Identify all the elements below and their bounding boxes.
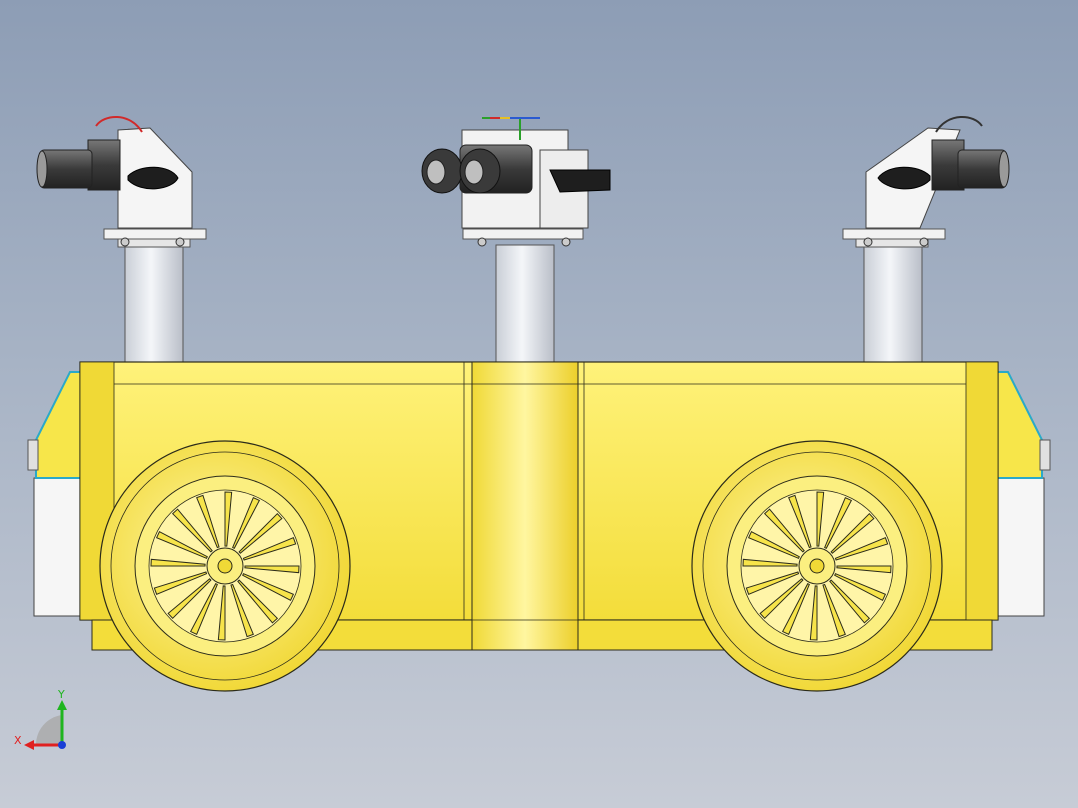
right-knob-icon [877, 166, 931, 190]
wheel-spoke [189, 583, 218, 636]
wheel-spoke [834, 573, 887, 602]
wheel-spoke [242, 573, 295, 602]
center-pillar[interactable] [471, 361, 579, 651]
center-sensor-post[interactable] [462, 228, 584, 364]
wheel-spoke [244, 565, 300, 574]
center-sensor-assembly[interactable] [421, 117, 611, 247]
triad-x-label: X [14, 734, 22, 747]
wheel-spoke [153, 571, 208, 595]
wheel-spoke [836, 565, 892, 574]
right-wheel-spokes [742, 491, 892, 641]
left-knob-icon [127, 166, 179, 190]
right-wheel[interactable] [691, 440, 943, 692]
wheel-spoke [155, 530, 208, 559]
wheel-spoke [763, 508, 805, 553]
wheel-spoke [745, 571, 800, 595]
wheel-spoke [171, 508, 213, 553]
triad-z-axis [58, 741, 66, 749]
right-side-panel[interactable] [995, 371, 1051, 617]
wheel-spoke [788, 494, 812, 549]
wheel-spoke [230, 583, 254, 638]
wheel-spoke [781, 583, 810, 636]
wheel-spoke [742, 558, 798, 567]
right-hub-icon [809, 558, 825, 574]
triad-y-label: Y [57, 688, 65, 701]
wheel-spoke [150, 558, 206, 567]
wheel-spoke [830, 512, 875, 554]
wheel-spoke [217, 585, 226, 641]
wheel-spoke [167, 578, 212, 620]
right-sensor-assembly[interactable] [863, 116, 1010, 247]
coordinate-triad: Y X [14, 688, 67, 750]
left-wheel[interactable] [99, 440, 351, 692]
left-hub-icon [217, 558, 233, 574]
wheel-spoke [224, 491, 233, 547]
left-sensor-assembly[interactable] [36, 116, 193, 247]
right-sensor-post[interactable] [842, 228, 946, 364]
wheel-spoke [809, 585, 818, 641]
left-sensor-post[interactable] [103, 228, 207, 364]
wheel-spoke [747, 530, 800, 559]
wheel-spoke [816, 491, 825, 547]
left-sensor-body [87, 139, 121, 191]
wheel-spoke [759, 578, 804, 620]
triad-plane-icon [35, 715, 62, 745]
wheel-spoke [824, 496, 853, 549]
wheel-spoke [242, 537, 297, 561]
wheel-spoke [238, 512, 283, 554]
wheel-spoke [237, 579, 279, 624]
left-sensor-lens [39, 149, 93, 189]
wheel-spoke [834, 537, 889, 561]
wheel-spoke [232, 496, 261, 549]
wheel-spoke [829, 579, 871, 624]
left-wheel-spokes [150, 491, 300, 641]
left-side-panel[interactable] [27, 371, 83, 617]
center-knob-icon [549, 169, 611, 193]
wheel-spoke [822, 583, 846, 638]
wheel-spoke [196, 494, 220, 549]
